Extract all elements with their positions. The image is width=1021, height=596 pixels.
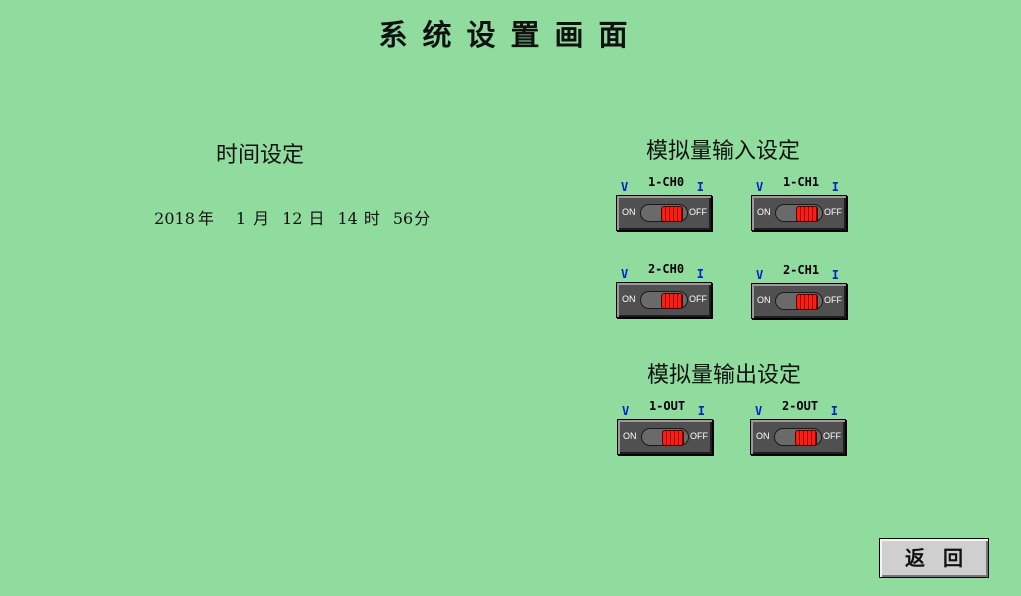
hour-value[interactable]: 14 (337, 209, 358, 228)
on-label: ON (756, 431, 770, 441)
toggle-switch-2-out[interactable]: ON OFF (750, 419, 846, 455)
toggle-switch-1-ch1[interactable]: ON OFF (751, 195, 847, 231)
on-label: ON (757, 295, 771, 305)
off-label: OFF (824, 207, 842, 217)
switch-knob (661, 293, 683, 309)
switch-label: 1-CH0 (647, 175, 685, 189)
off-label: OFF (823, 431, 841, 441)
switch-2-out: 2-OUT V I ON OFF (750, 399, 850, 461)
analog-input-title: 模拟量输入设定 (646, 139, 801, 164)
switch-label: 1-OUT (648, 399, 686, 413)
analog-output-title: 模拟量输出设定 (647, 363, 802, 388)
day-unit: 日 (308, 209, 325, 228)
page-title: 系统设置画面 (378, 18, 643, 52)
minute-value[interactable]: 56 (392, 209, 414, 228)
off-label: OFF (824, 295, 842, 305)
back-button[interactable]: 返回 (879, 538, 989, 578)
toggle-switch-1-ch0[interactable]: ON OFF (616, 195, 712, 231)
switch-knob (662, 430, 684, 446)
switch-label: 2-OUT (781, 399, 819, 413)
switch-track (641, 428, 689, 446)
current-mark: I (697, 404, 705, 418)
toggle-switch-2-ch0[interactable]: ON OFF (616, 282, 712, 318)
switch-knob (796, 294, 818, 310)
voltage-mark: V (756, 180, 764, 194)
switch-label: 2-CH1 (782, 263, 820, 277)
hour-unit: 时 (363, 209, 380, 228)
switch-label: 2-CH0 (647, 262, 685, 276)
switch-label: 1-CH1 (782, 175, 820, 189)
voltage-mark: V (755, 404, 763, 418)
minute-unit: 分 (414, 209, 431, 228)
switch-knob (796, 206, 818, 222)
time-section-title: 时间设定 (216, 143, 305, 168)
on-label: ON (623, 431, 637, 441)
voltage-mark: V (621, 267, 629, 281)
switch-track (640, 291, 688, 309)
switch-track (640, 204, 688, 222)
current-mark: I (696, 180, 704, 194)
month-unit: 月 (253, 209, 270, 228)
toggle-switch-2-ch1[interactable]: ON OFF (751, 283, 847, 319)
off-label: OFF (690, 431, 708, 441)
current-mark: I (831, 268, 839, 282)
voltage-mark: V (621, 180, 629, 194)
switch-track (775, 292, 823, 310)
voltage-mark: V (756, 268, 764, 282)
on-label: ON (622, 294, 636, 304)
year-value[interactable]: 2018 (154, 209, 195, 228)
voltage-mark: V (622, 404, 630, 418)
off-label: OFF (689, 207, 707, 217)
on-label: ON (757, 207, 771, 217)
switch-1-ch1: 1-CH1 V I ON OFF (751, 175, 851, 237)
on-label: ON (622, 207, 636, 217)
off-label: OFF (689, 294, 707, 304)
switch-1-ch0: 1-CH0 V I ON OFF (616, 175, 716, 237)
day-value[interactable]: 12 (282, 209, 303, 228)
switch-1-out: 1-OUT V I ON OFF (617, 399, 717, 461)
switch-2-ch1: 2-CH1 V I ON OFF (751, 263, 851, 325)
current-mark: I (830, 404, 838, 418)
current-mark: I (831, 180, 839, 194)
toggle-switch-1-out[interactable]: ON OFF (617, 419, 713, 455)
switch-knob (795, 430, 817, 446)
switch-knob (661, 206, 683, 222)
year-unit: 年 (197, 209, 214, 228)
switch-track (775, 204, 823, 222)
current-mark: I (696, 267, 704, 281)
month-value[interactable]: 1 (235, 209, 247, 228)
switch-2-ch0: 2-CH0 V I ON OFF (616, 262, 716, 324)
switch-track (774, 428, 822, 446)
